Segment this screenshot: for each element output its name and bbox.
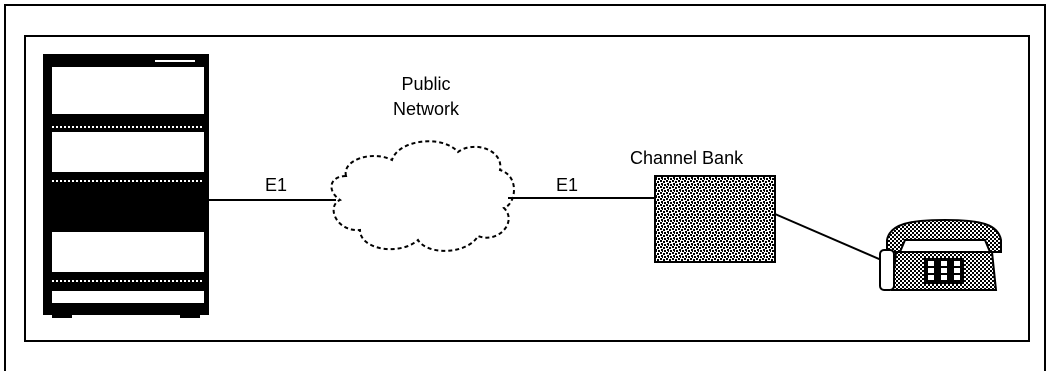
channel-bank-label: Channel Bank [630, 148, 744, 168]
e1-label-left: E1 [265, 175, 287, 195]
phone-line [774, 213, 887, 263]
cloud-label-line2: Network [393, 99, 460, 119]
cloud-label-line1: Public [401, 74, 450, 94]
cloud-icon [330, 140, 515, 252]
switch-cabinet-icon [43, 54, 209, 318]
e1-label-right: E1 [556, 175, 578, 195]
channel-bank-icon [654, 175, 776, 263]
inner-frame [24, 35, 1030, 342]
telephone-icon [879, 218, 1002, 291]
outer-frame [4, 4, 1046, 371]
